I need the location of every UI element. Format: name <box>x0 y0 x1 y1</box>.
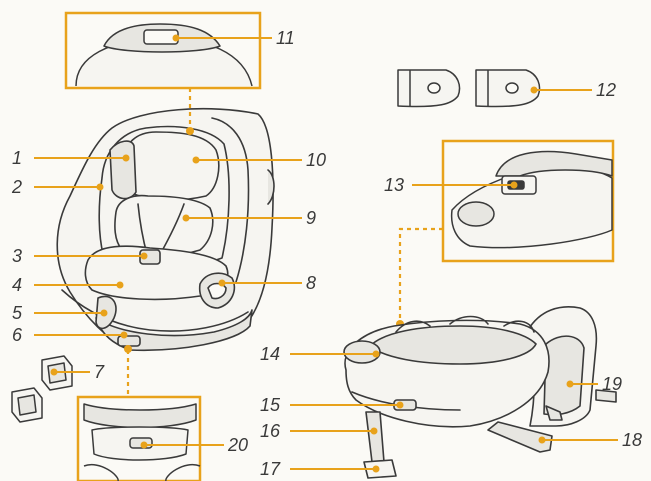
label-13: 13 <box>384 175 404 195</box>
support-leg-foot <box>363 459 397 479</box>
label-numbers: 1 2 3 4 5 6 7 8 9 10 11 12 13 14 15 16 1… <box>11 28 642 479</box>
isofix-arm <box>487 421 553 453</box>
label-15: 15 <box>260 395 281 415</box>
headrest <box>122 131 220 201</box>
label-11: 11 <box>276 28 295 48</box>
base-knob <box>457 201 495 227</box>
label-7: 7 <box>94 362 105 382</box>
label-20: 20 <box>227 435 248 455</box>
label-12: 12 <box>596 80 616 100</box>
detail-box-base-indicator <box>441 139 615 263</box>
label-14: 14 <box>260 344 280 364</box>
label-3: 3 <box>12 246 22 266</box>
label-19: 19 <box>602 374 622 394</box>
base-front-knob <box>343 340 381 364</box>
label-8: 8 <box>306 273 316 293</box>
base-rear-release <box>595 389 617 403</box>
detail-box-base-release <box>76 395 202 481</box>
label-10: 10 <box>306 150 326 170</box>
label-5: 5 <box>12 303 23 323</box>
label-leaders <box>34 34 618 473</box>
detail-box-headrest-top <box>64 11 262 90</box>
label-6: 6 <box>12 325 23 345</box>
label-9: 9 <box>306 208 316 228</box>
label-16: 16 <box>260 421 281 441</box>
headrest-wing-left <box>109 140 137 200</box>
car-seat-illustration <box>56 107 275 352</box>
label-17: 17 <box>260 459 281 479</box>
shell-front-lip <box>61 289 249 332</box>
isofix-covers <box>397 69 541 108</box>
isofix-base-illustration <box>343 306 617 479</box>
seat-side-wing <box>211 117 250 283</box>
support-leg <box>365 411 385 463</box>
rotation-release <box>117 335 141 347</box>
seat-side-bump <box>267 169 275 205</box>
label-1: 1 <box>12 148 22 168</box>
base-top-surface <box>369 325 537 365</box>
isofix-guides <box>11 355 73 423</box>
label-2: 2 <box>11 177 22 197</box>
label-4: 4 <box>12 275 22 295</box>
label-18: 18 <box>622 430 642 450</box>
